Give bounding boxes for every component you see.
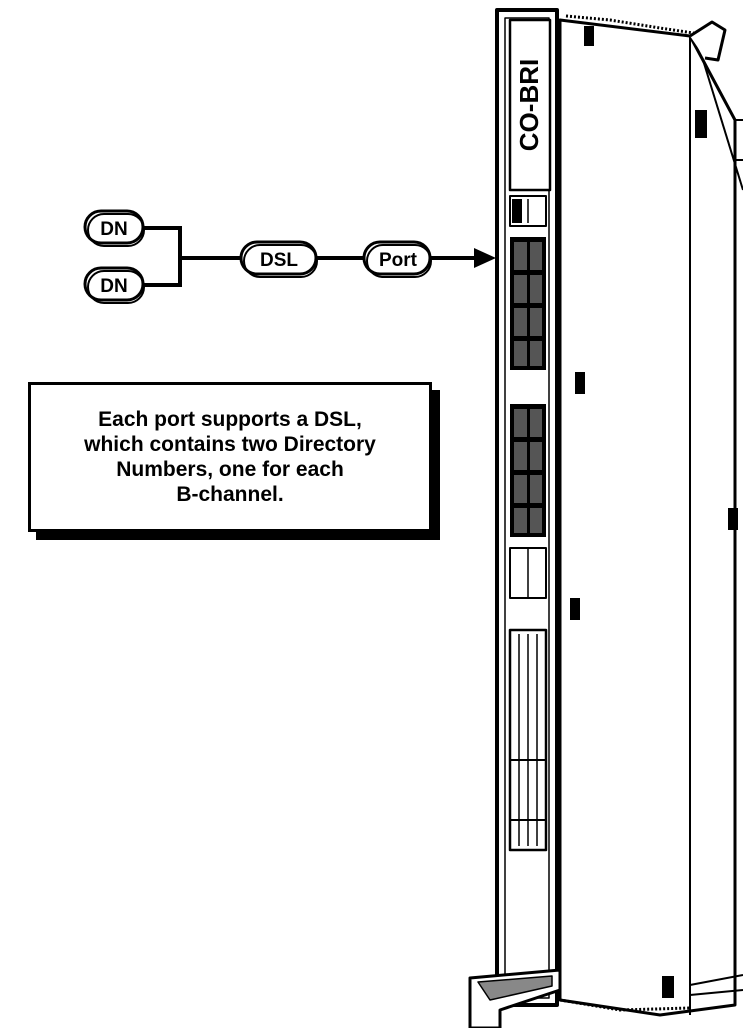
dn-top-label: DN <box>100 219 127 240</box>
arrow-head <box>474 248 496 268</box>
dn-bottom-label: DN <box>100 276 127 297</box>
callout-line-1: Each port supports a DSL, <box>98 408 362 431</box>
connector-lines <box>140 226 478 287</box>
dn-pill-bottom: DN <box>83 266 145 304</box>
callout-line-4: B-channel. <box>176 483 284 506</box>
callout-line-3: Numbers, one for each <box>116 458 344 481</box>
port-pill: Port <box>362 240 432 278</box>
co-bri-card: CO-BRI <box>468 8 743 1028</box>
dn-pill-top: DN <box>83 209 145 247</box>
callout-box: Each port supports a DSL, which contains… <box>28 382 432 532</box>
card-label: CO-BRI <box>514 59 544 151</box>
port-label: Port <box>379 250 418 271</box>
dsl-pill: DSL <box>239 240 318 278</box>
dsl-label: DSL <box>260 250 298 271</box>
callout-line-2: which contains two Directory <box>84 433 376 456</box>
